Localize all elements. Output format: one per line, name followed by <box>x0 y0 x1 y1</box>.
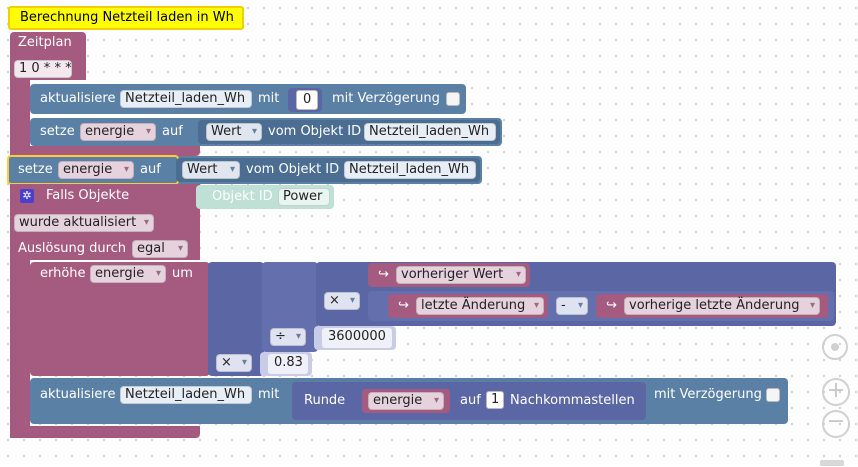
trash-icon[interactable] <box>820 460 844 466</box>
update2-with: mit <box>258 387 280 402</box>
set1-prop-dropdown[interactable]: Wert <box>206 123 262 141</box>
update1-label: aktualisiere <box>40 91 116 106</box>
schedule-label: Zeitplan <box>18 35 72 50</box>
round-digits[interactable]: 1 <box>486 391 504 409</box>
schedule-footer <box>10 146 200 156</box>
recenter-icon[interactable] <box>822 334 848 360</box>
last-change-arrow-icon: ↪ <box>398 298 409 313</box>
comment-text: Berechnung Netzteil laden in Wh <box>20 10 234 25</box>
increase-var-dropdown[interactable]: energie <box>90 265 166 283</box>
trigger-event-dropdown[interactable]: wurde aktualisiert <box>14 214 154 232</box>
trigger-cause-dropdown[interactable]: egal <box>132 240 188 258</box>
prev-value-arrow-icon: ↪ <box>378 267 389 282</box>
set2-label: setze <box>18 162 53 177</box>
zoom-out-icon[interactable]: − <box>822 410 850 438</box>
update1-delay-label: mit Verzögerung <box>332 91 440 106</box>
increase-by: um <box>172 266 193 281</box>
minus-op-dropdown[interactable]: - <box>556 297 588 315</box>
trigger-body-left <box>10 258 30 438</box>
set1-var-dropdown[interactable]: energie <box>80 123 156 141</box>
prev-value-dropdown[interactable]: vorheriger Wert <box>396 266 526 284</box>
prev-last-change-dropdown[interactable]: vorherige letzte Änderung <box>624 297 820 315</box>
mult-inner-op-dropdown[interactable]: × <box>324 292 360 310</box>
set2-prop-dropdown[interactable]: Wert <box>182 161 240 179</box>
set2-to: auf <box>140 162 161 177</box>
prev-last-change-arrow-icon: ↪ <box>606 298 617 313</box>
zoom-in-icon[interactable]: + <box>822 378 850 406</box>
trigger-object-value[interactable]: Power <box>278 188 330 206</box>
update1-with: mit <box>258 91 280 106</box>
round-block[interactable] <box>292 382 646 420</box>
update1-delay-checkbox[interactable] <box>446 92 460 106</box>
schedule-body-left <box>10 78 30 158</box>
comment-block[interactable]: Berechnung Netzteil laden in Wh <box>8 6 244 30</box>
update1-var[interactable]: Netzteil_laden_Wh <box>120 90 252 108</box>
round-label: Runde <box>304 393 346 408</box>
round-to: auf <box>460 393 481 408</box>
set1-label: setze <box>40 124 75 139</box>
trigger-cause-label: Auslösung durch <box>18 241 127 256</box>
set2-obj[interactable]: Netzteil_laden_Wh <box>344 161 476 179</box>
mult-outer-op-dropdown[interactable]: × <box>216 354 252 372</box>
set2-var-dropdown[interactable]: energie <box>58 161 134 179</box>
update1-value[interactable]: 0 <box>296 90 318 110</box>
set1-from-obj: vom Objekt ID <box>268 124 362 139</box>
set1-to: auf <box>162 124 183 139</box>
trigger-footer <box>10 426 200 438</box>
factor-value[interactable]: 0.83 <box>268 354 308 374</box>
trigger-object-label: Objekt ID <box>212 189 273 204</box>
divisor-value[interactable]: 3600000 <box>322 328 392 348</box>
gear-icon[interactable]: ✲ <box>20 189 34 203</box>
update2-delay-label: mit Verzögerung <box>654 387 762 402</box>
trigger-label: Falls Objekte <box>46 188 130 203</box>
round-decimals: Nachkommastellen <box>510 393 635 408</box>
set1-obj[interactable]: Netzteil_laden_Wh <box>364 123 496 141</box>
update2-label: aktualisiere <box>40 387 116 402</box>
update2-var[interactable]: Netzteil_laden_Wh <box>120 386 252 404</box>
increase-label: erhöhe <box>40 266 86 281</box>
update2-delay-checkbox[interactable] <box>766 388 780 402</box>
set2-from-obj: vom Objekt ID <box>246 162 340 177</box>
last-change-dropdown[interactable]: letzte Änderung <box>416 297 544 315</box>
cron-field[interactable]: 1 0 * * * <box>14 60 72 78</box>
round-var-dropdown[interactable]: energie <box>368 392 444 410</box>
div-op-dropdown[interactable]: ÷ <box>270 328 306 346</box>
